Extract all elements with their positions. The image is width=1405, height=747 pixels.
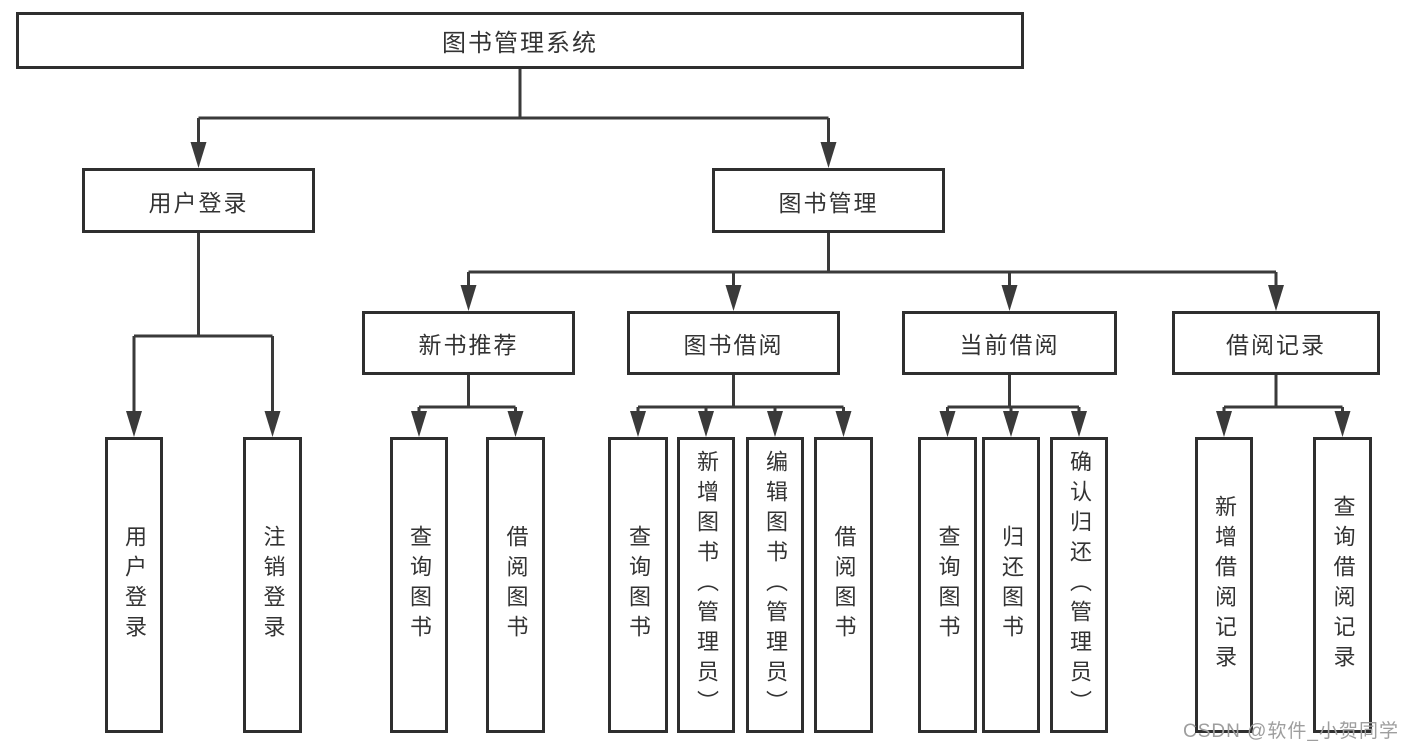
node-return-books: 归还图书 [982, 437, 1040, 733]
node-book-management: 图书管理 [712, 168, 945, 233]
node-logout: 注销登录 [243, 437, 302, 733]
node-label-confirm-return-admin: 确认归还（管理员） [1067, 450, 1092, 720]
node-label-borrowing-records: 借阅记录 [1226, 332, 1326, 358]
node-label-library-management-system: 图书管理系统 [442, 30, 598, 57]
node-label-query-books-current: 查询图书 [935, 525, 961, 645]
node-label-query-borrowing-record: 查询借阅记录 [1330, 495, 1356, 675]
node-new-book-recommendation: 新书推荐 [362, 311, 575, 375]
node-edit-books-admin: 编辑图书（管理员） [746, 437, 804, 733]
node-label-add-books-admin: 新增图书（管理员） [694, 450, 719, 720]
node-query-books-borrowing: 查询图书 [608, 437, 668, 733]
node-label-login: 用户登录 [122, 525, 147, 645]
arrowhead [460, 285, 477, 311]
arrowhead [835, 411, 852, 437]
node-login: 用户登录 [105, 437, 163, 733]
arrowhead [820, 142, 837, 168]
arrowhead [1003, 411, 1019, 437]
node-borrowing-records: 借阅记录 [1172, 311, 1380, 375]
arrowhead [1268, 285, 1284, 311]
node-label-book-borrowing: 图书借阅 [683, 332, 784, 358]
node-label-new-book-recommendation: 新书推荐 [418, 332, 519, 358]
node-query-books-recommend: 查询图书 [390, 437, 448, 733]
arrowhead [1334, 411, 1351, 437]
arrowhead [1001, 285, 1018, 311]
watermark: CSDN @软件_小贺同学 [1183, 721, 1399, 742]
arrowhead [698, 411, 714, 437]
arrowhead [630, 411, 646, 437]
arrowhead [507, 411, 524, 437]
node-current-borrowing: 当前借阅 [902, 311, 1117, 375]
arrowhead [411, 411, 427, 437]
arrowhead [725, 285, 742, 311]
node-label-borrow-books: 借阅图书 [831, 525, 857, 645]
node-label-return-books: 归还图书 [999, 525, 1024, 645]
node-label-edit-books-admin: 编辑图书（管理员） [763, 450, 788, 720]
node-borrow-books-recommend: 借阅图书 [486, 437, 545, 733]
node-book-borrowing: 图书借阅 [627, 311, 840, 375]
node-library-management-system: 图书管理系统 [16, 12, 1024, 69]
node-borrow-books: 借阅图书 [814, 437, 873, 733]
node-label-book-management: 图书管理 [778, 189, 879, 216]
node-add-borrowing-record: 新增借阅记录 [1195, 437, 1253, 733]
node-label-query-books-borrowing: 查询图书 [626, 525, 651, 645]
arrowhead [126, 411, 142, 437]
node-query-borrowing-record: 查询借阅记录 [1313, 437, 1372, 733]
arrowhead [264, 411, 281, 437]
node-label-query-books-recommend: 查询图书 [407, 525, 432, 645]
arrowhead [1216, 411, 1232, 437]
node-label-current-borrowing: 当前借阅 [959, 332, 1060, 358]
node-add-books-admin: 新增图书（管理员） [677, 437, 735, 733]
arrowhead [767, 411, 783, 437]
node-query-books-current: 查询图书 [918, 437, 977, 733]
node-confirm-return-admin: 确认归还（管理员） [1050, 437, 1108, 733]
node-label-add-borrowing-record: 新增借阅记录 [1212, 495, 1237, 675]
arrowhead [190, 142, 207, 168]
node-user-login: 用户登录 [82, 168, 315, 233]
arrowhead [939, 411, 956, 437]
node-label-borrow-books-recommend: 借阅图书 [503, 525, 529, 645]
arrowhead [1071, 411, 1087, 437]
node-label-user-login: 用户登录 [148, 189, 249, 216]
node-label-logout: 注销登录 [260, 525, 286, 645]
